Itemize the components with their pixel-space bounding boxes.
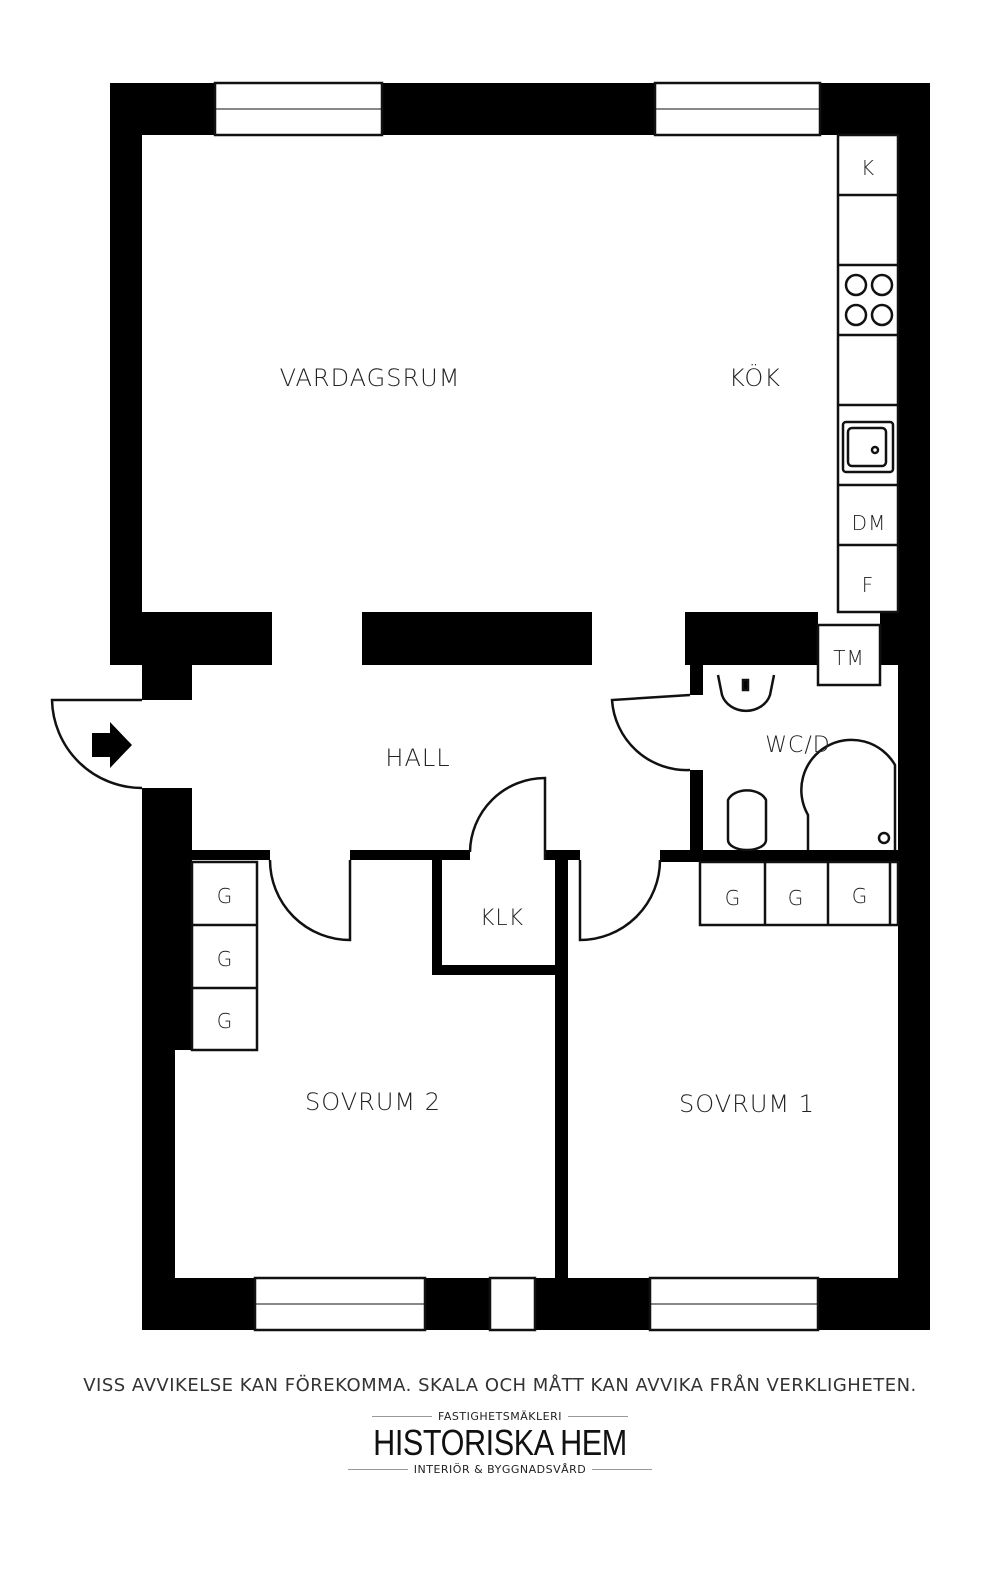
doors — [50, 693, 691, 942]
logo-bottom: INTERIÖR & BYGGNADSVÅRD — [413, 1463, 587, 1476]
toilet-icon — [726, 789, 768, 852]
stove-icon — [844, 273, 894, 327]
room-labels: VARDAGSRUM KÖK HALL WC/D KLK SOVRUM 2 SO… — [217, 156, 887, 1118]
bathroom-door — [610, 693, 691, 772]
bathroom-fixtures — [716, 674, 897, 852]
closet-door — [468, 776, 547, 860]
entrance-arrow-icon — [92, 722, 132, 768]
bedroom2-door — [268, 859, 352, 942]
washer-box — [816, 623, 882, 687]
label-dishwasher: DM — [852, 511, 887, 535]
kitchen-counter — [836, 133, 900, 614]
bedroom1-door — [578, 859, 662, 942]
wardrobes — [190, 860, 900, 1052]
label-wardrobe: G — [217, 884, 234, 908]
label-kitchen: KÖK — [729, 362, 781, 392]
label-closet: KLK — [480, 906, 524, 931]
label-living-room: VARDAGSRUM — [280, 364, 461, 392]
logo-top: FASTIGHETSMÄKLERI — [438, 1410, 562, 1423]
walls — [110, 83, 930, 1330]
shower-icon — [800, 738, 897, 850]
label-wardrobe: G — [788, 886, 805, 910]
label-wardrobe: G — [217, 947, 234, 971]
label-bathroom: WC/D — [765, 733, 830, 758]
label-washer: TM — [833, 646, 864, 670]
sink-icon — [841, 420, 895, 474]
windows — [213, 81, 822, 1332]
entrance-door — [50, 698, 143, 790]
logo-name: HISTORISKA HEM — [373, 1422, 627, 1463]
label-fridge: K — [861, 156, 875, 180]
label-bedroom-1: SOVRUM 1 — [679, 1090, 815, 1118]
label-wardrobe: G — [217, 1009, 234, 1033]
logo: FASTIGHETSMÄKLERI HISTORISKA HEM INTERIÖ… — [0, 1410, 1000, 1476]
label-bedroom-2: SOVRUM 2 — [305, 1088, 441, 1116]
label-wardrobe: G — [852, 884, 869, 908]
label-wardrobe: G — [725, 886, 742, 910]
disclaimer: VISS AVVIKELSE KAN FÖREKOMMA. SKALA OCH … — [83, 1375, 917, 1396]
washbasin-icon — [716, 674, 776, 713]
label-hall: HALL — [385, 744, 450, 772]
label-freezer: F — [862, 573, 875, 597]
